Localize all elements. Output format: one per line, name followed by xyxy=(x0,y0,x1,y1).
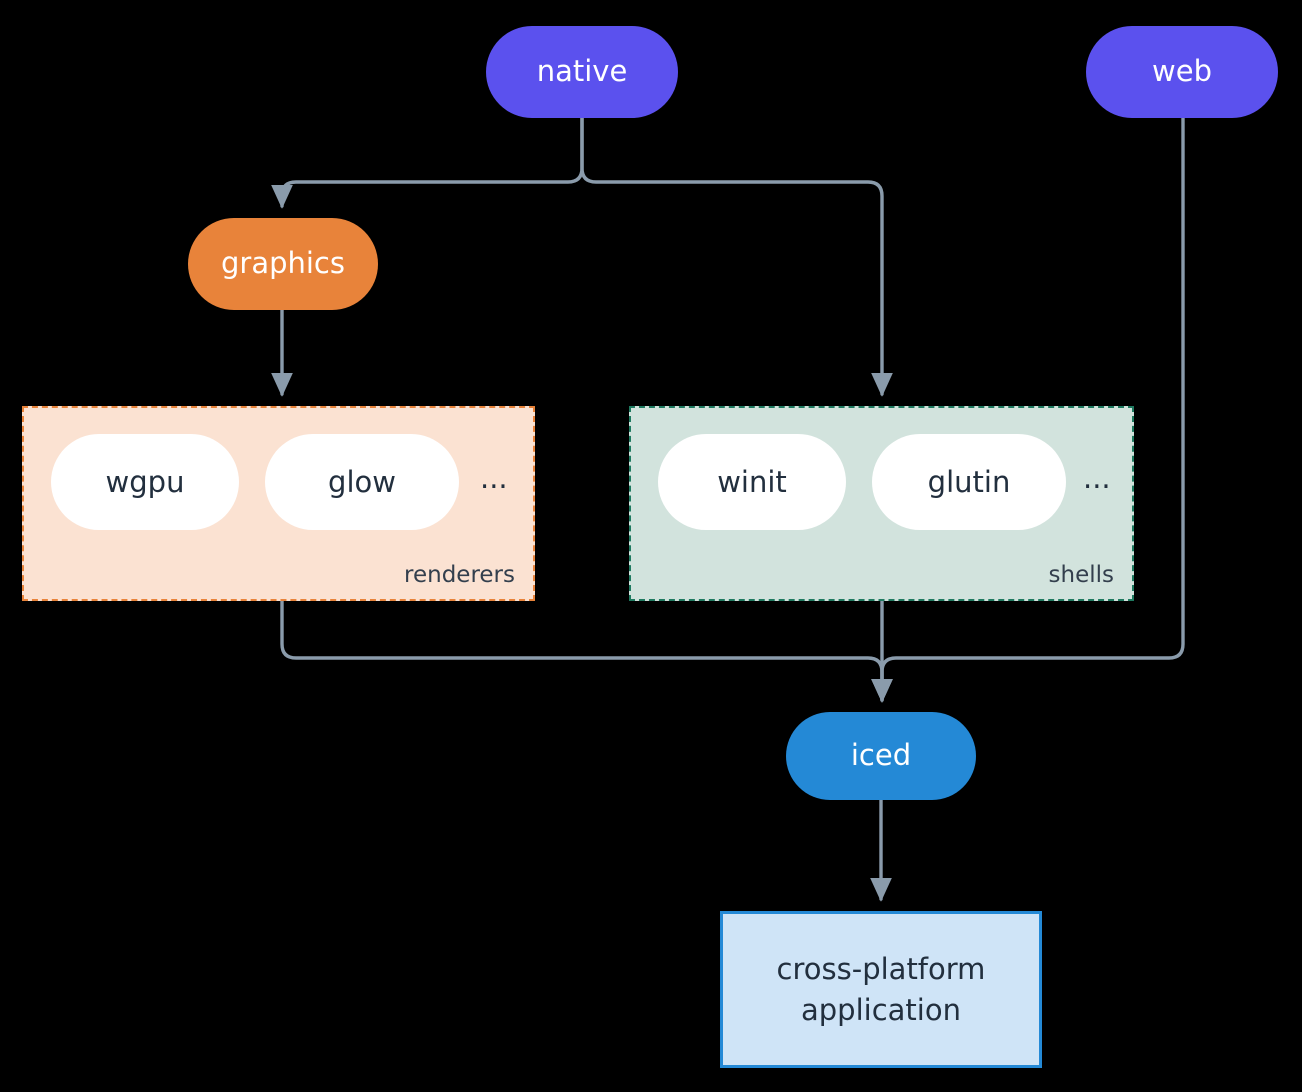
node-winit-label: winit xyxy=(717,465,787,499)
group-renderers-label: renderers xyxy=(404,562,515,588)
group-shells-label: shells xyxy=(1048,562,1114,588)
edge-native-graphics xyxy=(271,116,584,209)
node-web[interactable]: web xyxy=(1086,26,1278,118)
edge-renderers-iced xyxy=(280,599,893,703)
node-native[interactable]: native xyxy=(486,26,678,118)
node-wgpu-label: wgpu xyxy=(105,465,185,499)
node-graphics[interactable]: graphics xyxy=(188,218,378,310)
node-winit[interactable]: winit xyxy=(658,434,846,530)
node-application-label: cross-platform application xyxy=(777,949,986,1029)
node-web-label: web xyxy=(1152,54,1212,89)
node-application-label-line2: application xyxy=(801,992,961,1027)
node-glutin-label: glutin xyxy=(927,465,1011,499)
node-native-label: native xyxy=(536,54,628,89)
node-glow[interactable]: glow xyxy=(265,434,459,530)
group-renderers: wgpu glow ... renderers xyxy=(22,406,535,601)
node-wgpu[interactable]: wgpu xyxy=(51,434,239,530)
node-glutin[interactable]: glutin xyxy=(872,434,1066,530)
node-application-label-line1: cross-platform xyxy=(776,952,986,987)
renderers-overflow-ellipsis: ... xyxy=(480,461,508,495)
edge-native-shells xyxy=(580,116,893,397)
node-application[interactable]: cross-platform application xyxy=(720,911,1042,1068)
shells-overflow-ellipsis: ... xyxy=(1083,461,1111,495)
node-glow-label: glow xyxy=(328,465,396,499)
node-graphics-label: graphics xyxy=(220,246,345,281)
node-iced-label: iced xyxy=(850,738,912,773)
node-iced[interactable]: iced xyxy=(786,712,976,800)
group-shells: winit glutin ... shells xyxy=(629,406,1134,601)
